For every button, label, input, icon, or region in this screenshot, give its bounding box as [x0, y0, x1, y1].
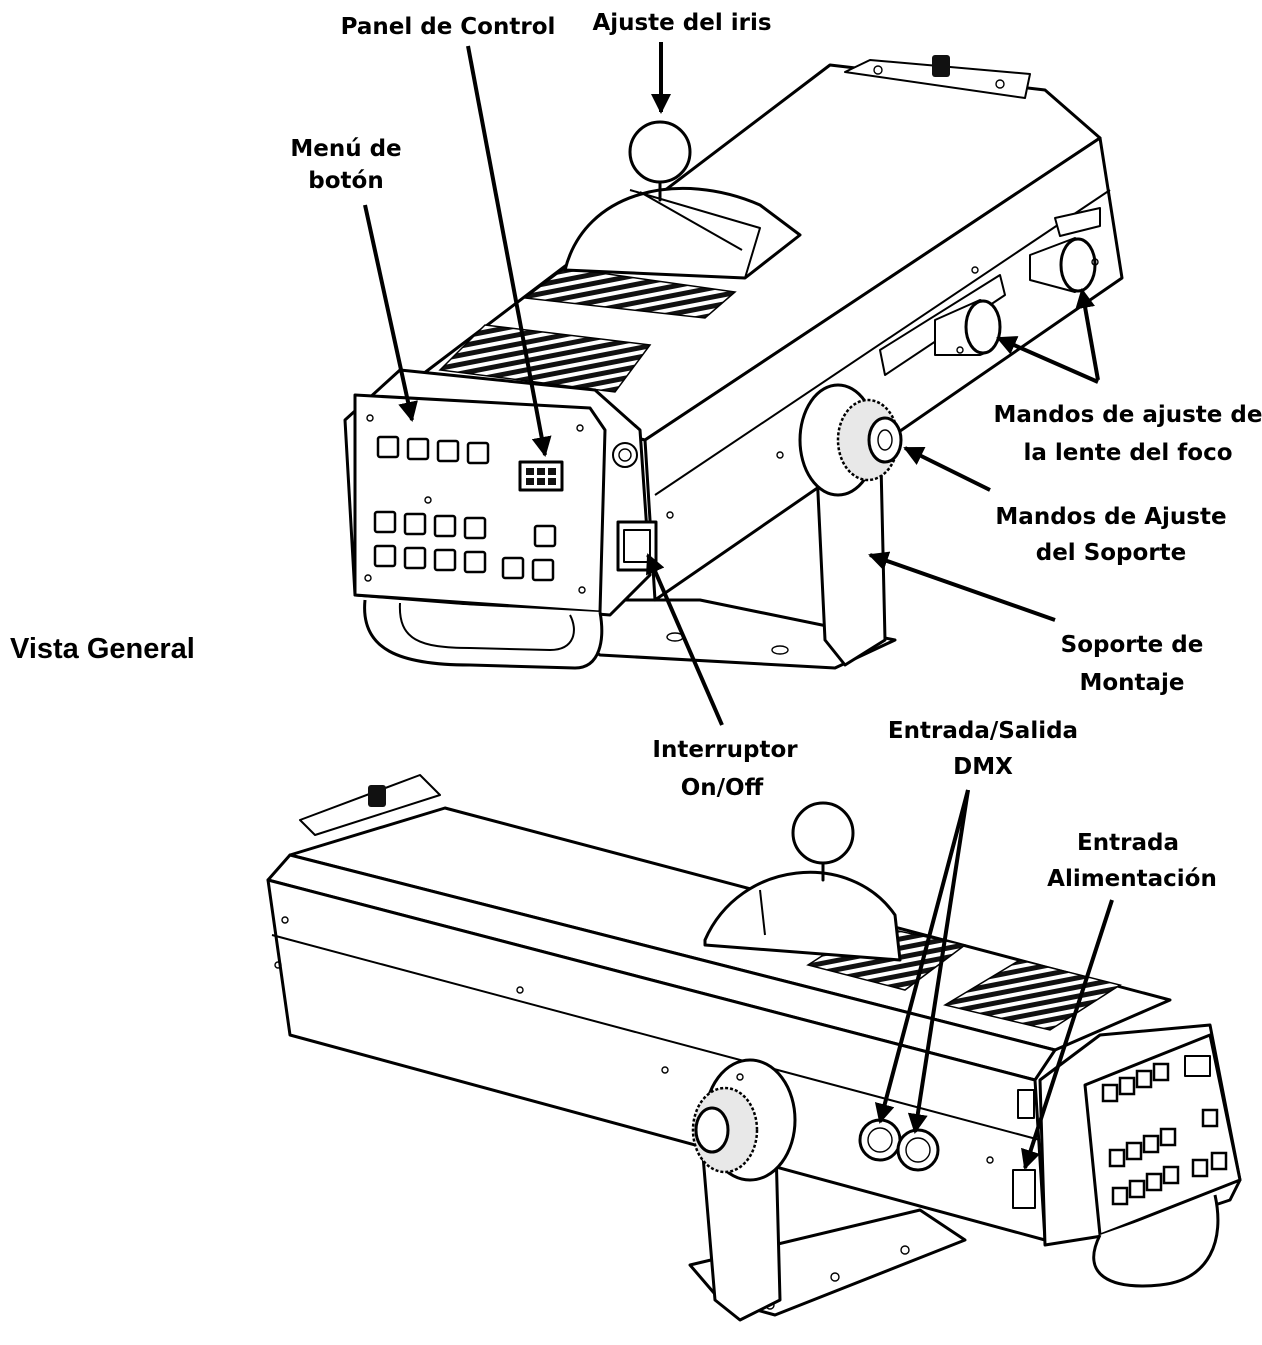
- label-dmx-line1: Entrada/Salida: [888, 718, 1078, 744]
- arrow-power-inlet: [1021, 899, 1114, 1170]
- label-power-switch-line2: On/Off: [681, 775, 764, 801]
- label-lens-knobs-line2: la lente del foco: [1023, 440, 1232, 466]
- arrow-dmx-2: [907, 789, 970, 1134]
- arrow-lens-knob-1: [1075, 288, 1100, 381]
- label-lens-knobs-line1: Mandos de ajuste de: [994, 402, 1262, 428]
- callout-arrows: [363, 42, 1114, 1170]
- arrow-button-menu: [363, 204, 418, 422]
- label-panel-control: Panel de Control: [341, 14, 556, 40]
- power-inlet: [1012, 1089, 1036, 1209]
- arrow-lens-knob-2: [996, 336, 1099, 384]
- fixture-bottom-view: [266, 774, 1242, 1322]
- bottom-panel-buttons: [1101, 1055, 1228, 1206]
- yoke-adjust-knob: [836, 398, 903, 482]
- label-iris-adjust: Ajuste del iris: [592, 10, 771, 36]
- label-mount-bracket-line1: Soporte de: [1061, 632, 1204, 658]
- label-mount-bracket-line2: Montaje: [1079, 670, 1184, 696]
- arrow-control-panel: [466, 45, 552, 457]
- label-button-menu-line2: botón: [308, 168, 383, 194]
- arrow-dmx-1: [874, 789, 970, 1124]
- dmx-connectors: [858, 1118, 940, 1172]
- label-power-inlet-line1: Entrada: [1077, 830, 1179, 856]
- iris-knob: [628, 120, 692, 184]
- arrow-yoke-knob: [903, 446, 991, 492]
- control-panel-display: [518, 460, 564, 492]
- label-power-switch-line1: Interruptor: [652, 737, 798, 763]
- fixture-top-view: [343, 55, 1124, 670]
- arrow-mount-bracket: [868, 551, 1056, 622]
- label-dmx-line2: DMX: [953, 754, 1013, 780]
- lens-focus-knobs: [879, 207, 1101, 376]
- labels: Panel de Control Ajuste del iris Menú de…: [10, 10, 1262, 892]
- button-menu: [373, 435, 557, 582]
- label-yoke-knobs-line2: del Soporte: [1036, 540, 1187, 566]
- label-yoke-knobs-line1: Mandos de Ajuste: [995, 504, 1226, 530]
- diagram-title: Vista General: [10, 633, 195, 665]
- arrow-power-switch: [646, 553, 724, 726]
- label-power-inlet-line2: Alimentación: [1047, 866, 1217, 892]
- label-button-menu-line1: Menú de: [290, 136, 401, 162]
